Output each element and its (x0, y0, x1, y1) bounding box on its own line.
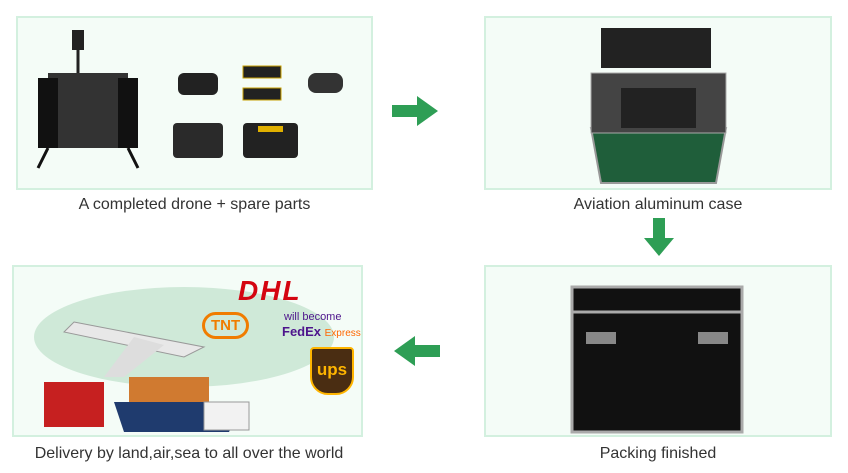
fedex-logo: FedEx Express (282, 324, 361, 339)
step-caption: Delivery by land,air,sea to all over the… (34, 445, 344, 462)
arrow-down-icon (644, 218, 674, 256)
step-caption: Packing finished (599, 445, 717, 462)
drone-and-parts-image (36, 30, 343, 169)
fedex-text: FedEx (282, 324, 322, 339)
aluminum-case-card (484, 16, 832, 190)
closed-case-image (570, 285, 744, 434)
delivery-card: DHL TNT will become FedEx Express ups (12, 265, 363, 437)
open-case-image (589, 28, 728, 184)
arrow-left-icon (394, 336, 440, 366)
dhl-logo: DHL (238, 275, 302, 306)
step-caption: Aviation aluminum case (573, 196, 743, 213)
will-become-text: will become (284, 311, 342, 323)
express-text: Express (324, 328, 361, 339)
delivery-image (34, 287, 334, 432)
step-caption: A completed drone + spare parts (78, 196, 311, 213)
drone-parts-card (16, 16, 373, 190)
tnt-logo: TNT (202, 312, 250, 339)
packed-case-card (484, 265, 832, 437)
ups-logo: ups (310, 347, 354, 395)
arrow-right-icon (392, 96, 438, 126)
